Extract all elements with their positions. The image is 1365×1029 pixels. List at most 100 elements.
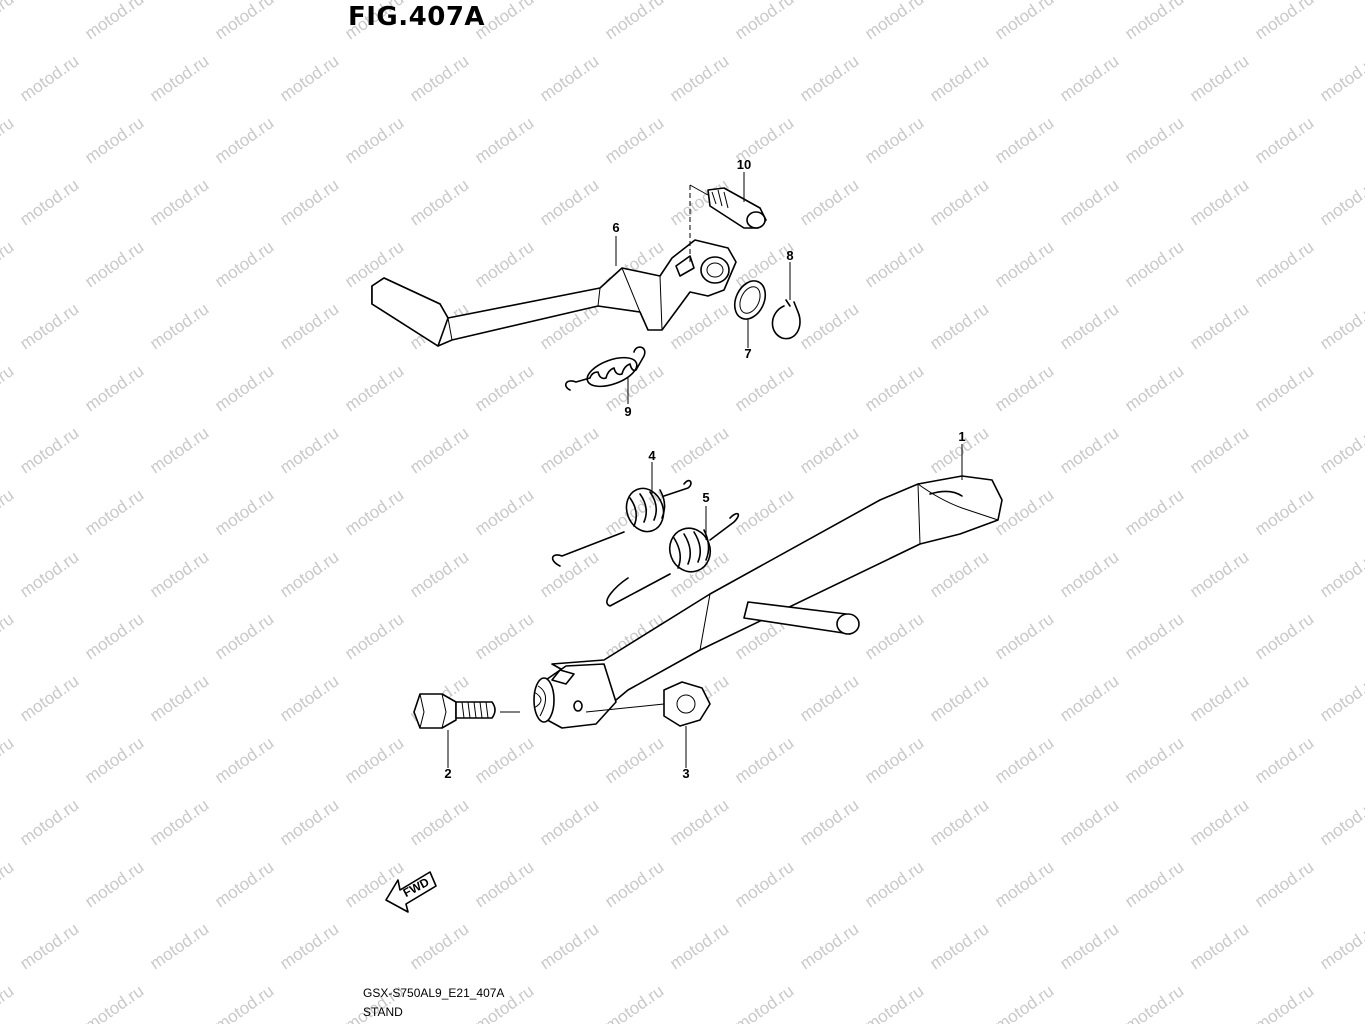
watermark-text: motod.ru — [1121, 857, 1187, 911]
watermark-text: motod.ru — [991, 485, 1057, 539]
watermark-text: motod.ru — [81, 733, 147, 787]
watermark-text: motod.ru — [1121, 361, 1187, 415]
watermark-text: motod.ru — [276, 919, 342, 973]
watermark-text: motod.ru — [1056, 423, 1122, 477]
callout-6: 6 — [612, 220, 619, 235]
watermark-text: motod.ru — [601, 981, 667, 1024]
watermark-text: motod.ru — [211, 981, 277, 1024]
watermark-text: motod.ru — [1251, 857, 1317, 911]
watermark-text: motod.ru — [1316, 919, 1365, 973]
watermark-text: motod.ru — [1056, 671, 1122, 725]
callout-leader-lines — [447, 172, 963, 768]
watermark-text: motod.ru — [1251, 361, 1317, 415]
watermark-text: motod.ru — [666, 795, 732, 849]
watermark-text: motod.ru — [601, 0, 667, 43]
watermark-text: motod.ru — [991, 981, 1057, 1024]
watermark-text: motod.ru — [16, 423, 82, 477]
watermark-text: motod.ru — [276, 671, 342, 725]
watermark-text: motod.ru — [81, 0, 147, 43]
side-stand-spring-inner-part — [551, 479, 692, 567]
watermark-text: motod.ru — [926, 795, 992, 849]
watermark-text: motod.ru — [926, 547, 992, 601]
watermark-text: motod.ru — [991, 0, 1057, 43]
circlip-part — [771, 299, 801, 340]
watermark-text: motod.ru — [1316, 795, 1365, 849]
watermark-text: motod.ru — [81, 981, 147, 1024]
watermark-text: motod.ru — [1186, 547, 1252, 601]
watermark-text: motod.ru — [1316, 423, 1365, 477]
watermark-text: motod.ru — [1251, 113, 1317, 167]
watermark-text: motod.ru — [731, 857, 797, 911]
watermark-text: motod.ru — [536, 919, 602, 973]
watermark-text: motod.ru — [0, 0, 17, 43]
callout-3: 3 — [682, 766, 689, 781]
watermark-text: motod.ru — [861, 237, 927, 291]
watermark-text: motod.ru — [1316, 299, 1365, 353]
watermark-text: motod.ru — [211, 237, 277, 291]
watermark-text: motod.ru — [991, 857, 1057, 911]
watermark-text: motod.ru — [536, 51, 602, 105]
watermark-text: motod.ru — [406, 423, 472, 477]
watermark-text: motod.ru — [861, 113, 927, 167]
watermark-text: motod.ru — [1251, 485, 1317, 539]
watermark-text: motod.ru — [341, 113, 407, 167]
watermark-text: motod.ru — [991, 609, 1057, 663]
watermark-text: motod.ru — [81, 857, 147, 911]
watermark-text: motod.ru — [796, 795, 862, 849]
watermark-text: motod.ru — [276, 423, 342, 477]
watermark-text: motod.ru — [731, 485, 797, 539]
watermark-text: motod.ru — [406, 919, 472, 973]
watermark-text: motod.ru — [276, 547, 342, 601]
watermark-text: motod.ru — [536, 423, 602, 477]
watermark-text: motod.ru — [666, 423, 732, 477]
watermark-text: motod.ru — [211, 0, 277, 43]
watermark-text: motod.ru — [471, 485, 537, 539]
watermark-text: motod.ru — [1316, 547, 1365, 601]
watermark-text: motod.ru — [16, 175, 82, 229]
watermark-text: motod.ru — [16, 795, 82, 849]
watermark-text: motod.ru — [211, 733, 277, 787]
watermark-text: motod.ru — [601, 113, 667, 167]
watermark-text: motod.ru — [16, 919, 82, 973]
callout-1: 1 — [958, 429, 965, 444]
watermark-text: motod.ru — [211, 361, 277, 415]
watermark-text: motod.ru — [861, 857, 927, 911]
watermark-text: motod.ru — [1251, 609, 1317, 663]
watermark-text: motod.ru — [81, 485, 147, 539]
watermark-text: motod.ru — [1186, 51, 1252, 105]
watermark-text: motod.ru — [0, 857, 17, 911]
watermark-text: motod.ru — [0, 237, 17, 291]
callout-2: 2 — [444, 766, 451, 781]
watermark-text: motod.ru — [471, 609, 537, 663]
watermark-text: motod.ru — [211, 113, 277, 167]
watermark-text: motod.ru — [1121, 981, 1187, 1024]
watermark-text: motod.ru — [406, 795, 472, 849]
watermark-text: motod.ru — [991, 733, 1057, 787]
watermark-text: motod.ru — [1056, 51, 1122, 105]
figure-title: FIG.407A — [348, 2, 486, 32]
watermark-text: motod.ru — [861, 733, 927, 787]
watermark-text: motod.ru — [16, 547, 82, 601]
forward-direction-arrow: FWD — [385, 871, 437, 913]
watermark-text: motod.ru — [861, 361, 927, 415]
watermark-text: motod.ru — [731, 237, 797, 291]
watermark-text: motod.ru — [471, 733, 537, 787]
watermark-text: motod.ru — [471, 361, 537, 415]
watermark-text: motod.ru — [731, 733, 797, 787]
watermark-text: motod.ru — [1251, 237, 1317, 291]
watermark-text: motod.ru — [0, 485, 17, 539]
washer-part — [733, 280, 767, 320]
callout-4: 4 — [648, 448, 656, 463]
watermark-text: motod.ru — [81, 237, 147, 291]
watermark-text: motod.ru — [0, 733, 17, 787]
watermark-text: motod.ru — [601, 733, 667, 787]
watermark-text: motod.ru — [276, 51, 342, 105]
watermark-text: motod.ru — [276, 795, 342, 849]
stand-nut-part — [585, 681, 711, 727]
watermark-text: motod.ru — [146, 795, 212, 849]
watermark-text: motod.ru — [1251, 733, 1317, 787]
watermark-text: motod.ru — [926, 919, 992, 973]
watermark-text: motod.ru — [276, 299, 342, 353]
